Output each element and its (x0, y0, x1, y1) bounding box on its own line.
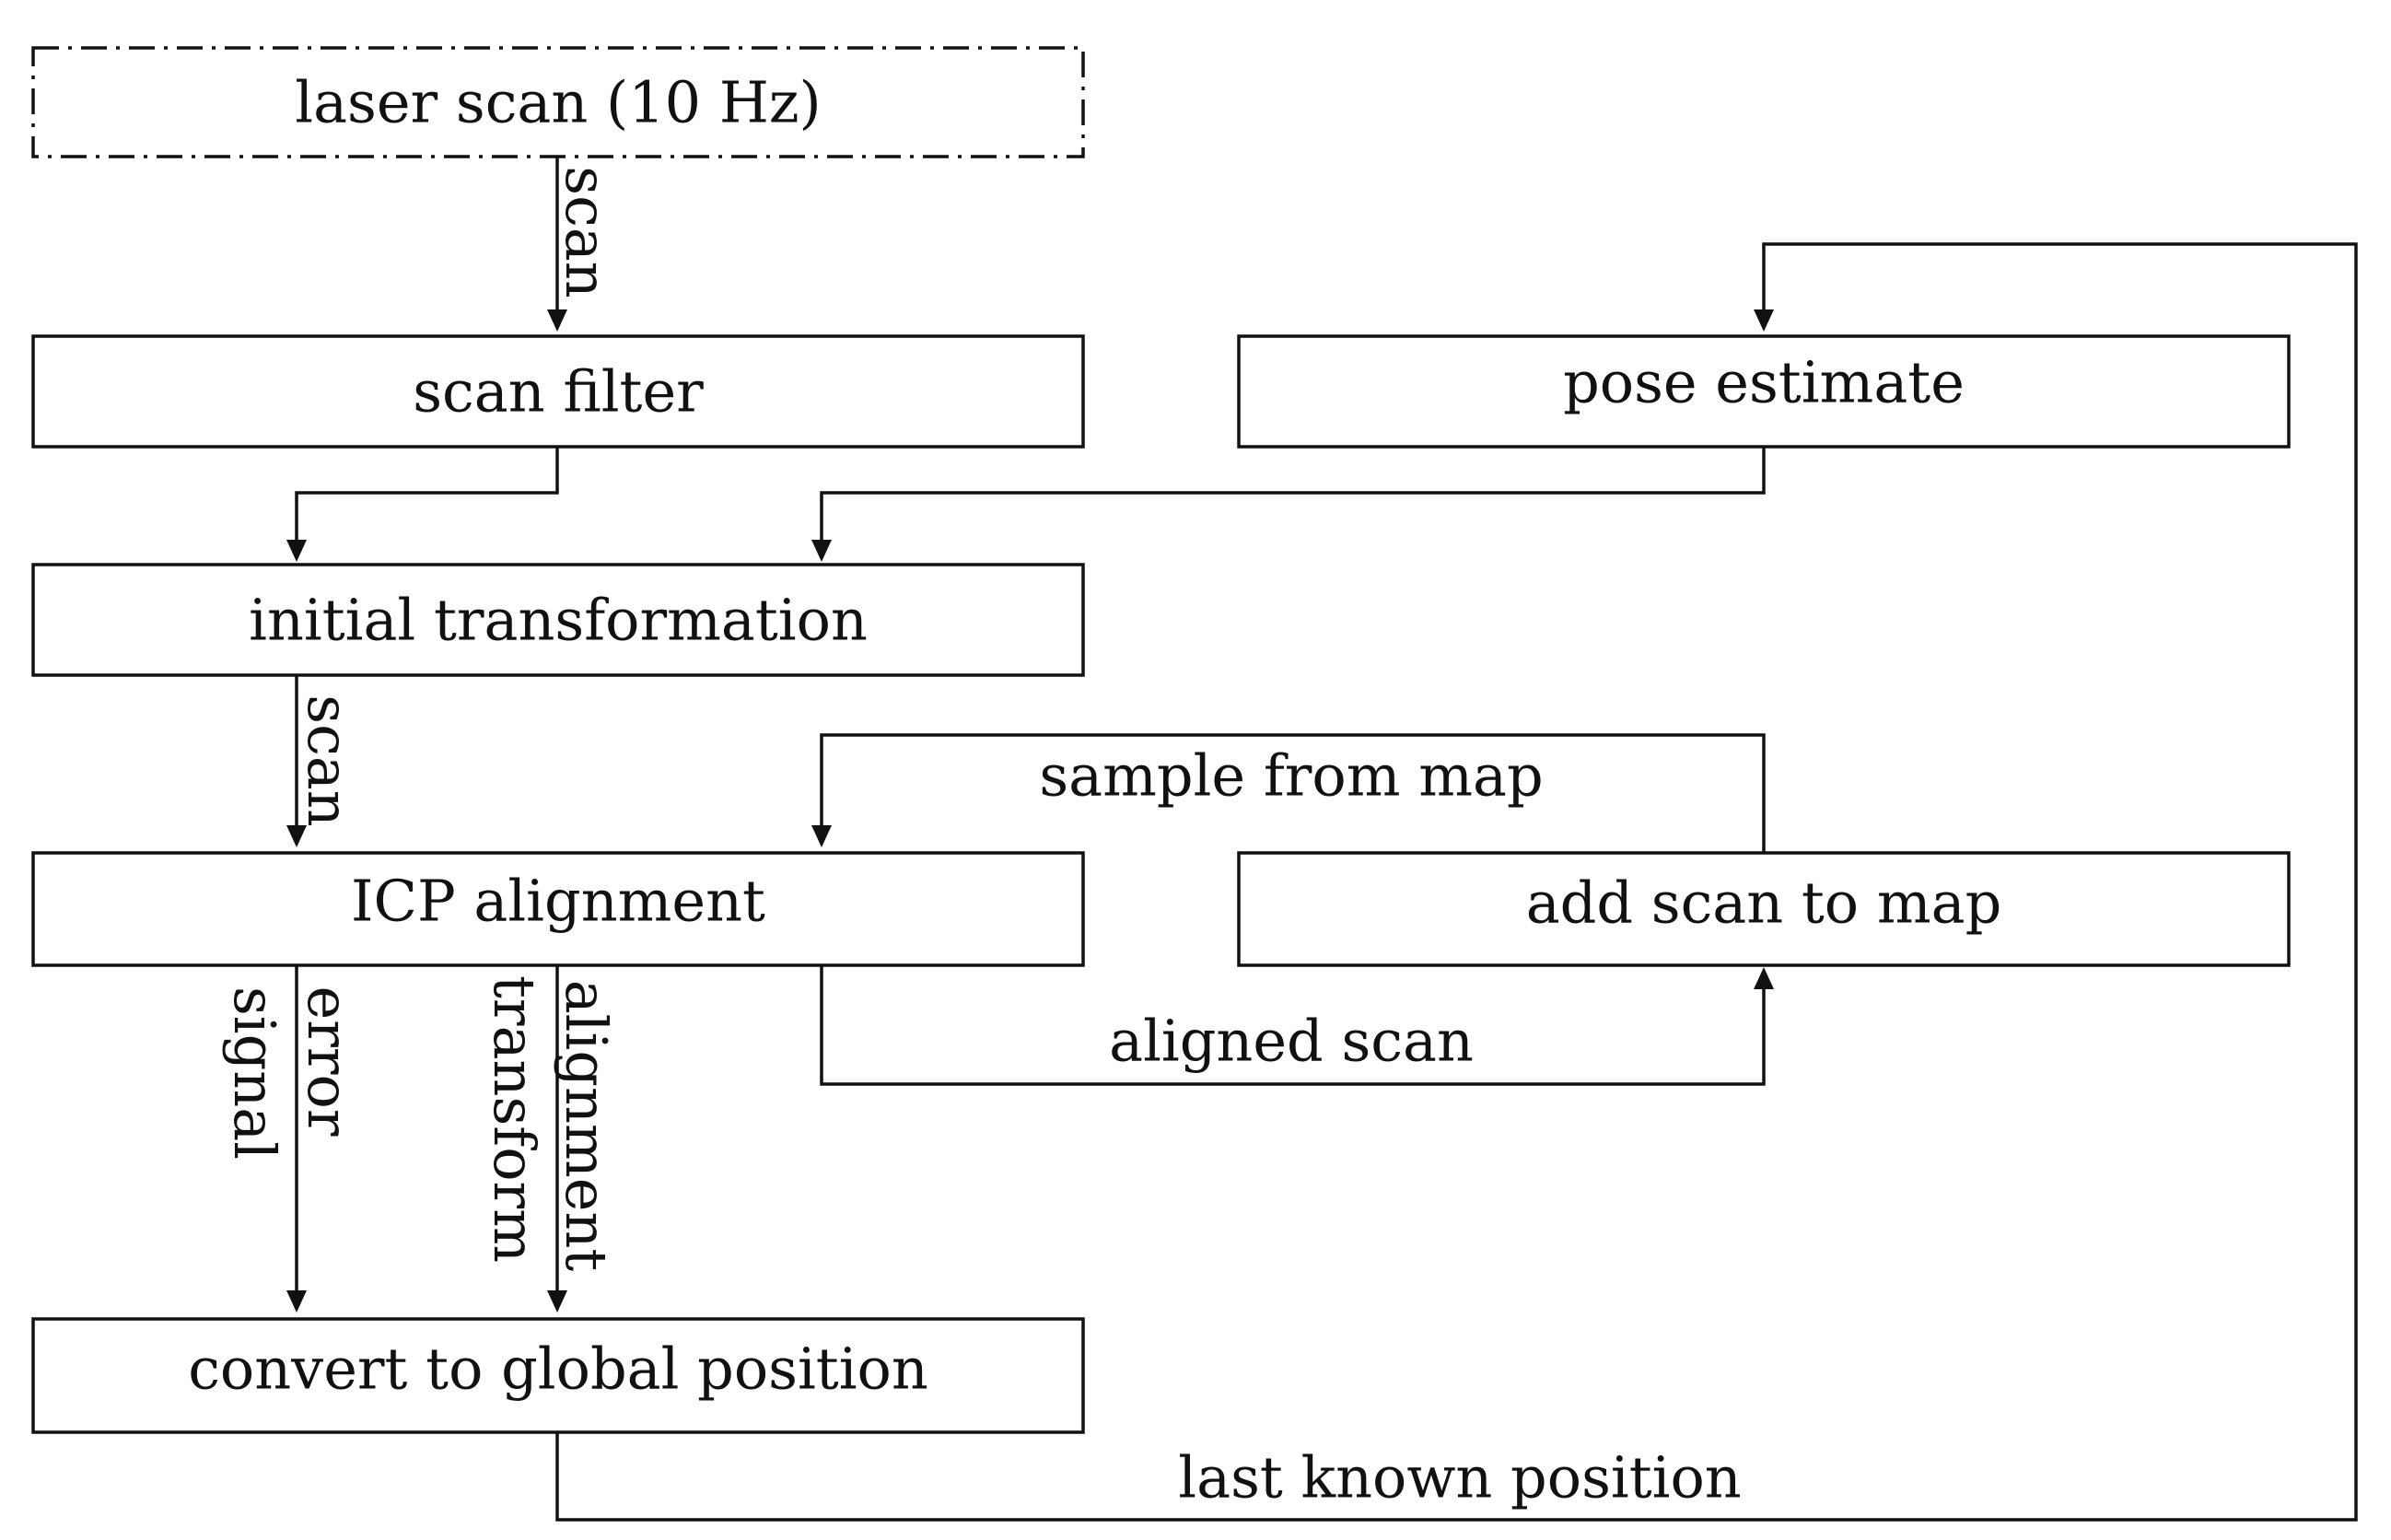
arrowhead (811, 825, 832, 847)
scan-filter-box (31, 334, 1085, 449)
edge-filter-to-initial (295, 447, 559, 542)
laser-scan-label: laser scan (10 Hz) (295, 69, 822, 136)
arrowhead (286, 540, 307, 562)
edge-label-signal: signal (221, 986, 288, 1160)
icp-alignment-box (31, 851, 1085, 967)
arrowhead (1754, 309, 1774, 332)
scan-filter-label: scan filter (413, 358, 704, 426)
edge-sample-from-map (820, 733, 1766, 853)
edge-label-last-known-position: last known position (1178, 1444, 1741, 1511)
arrowhead (547, 1290, 567, 1312)
edge-label-scan-top: scan (553, 166, 620, 298)
edge-last-known-position (555, 242, 2358, 1522)
add-scan-to-map-box (1237, 851, 2291, 967)
edge-label-transform: transform (481, 975, 548, 1263)
edge-label-error: error (295, 986, 362, 1137)
pose-estimate-box (1237, 334, 2291, 449)
convert-to-global-position-label: convert to global position (188, 1336, 928, 1403)
edge-label-scan-middle: scan (295, 694, 362, 826)
arrowhead (1754, 967, 1774, 989)
icp-alignment-label: ICP alignment (351, 868, 765, 935)
laser-scan-box (31, 46, 1085, 158)
initial-transformation-box (31, 563, 1085, 677)
edge-aligned-scan (820, 965, 1766, 1086)
arrowhead (547, 309, 567, 332)
edge-label-aligned-scan: aligned scan (1109, 1008, 1474, 1075)
initial-transformation-label: initial transformation (249, 587, 868, 654)
arrowhead (286, 825, 307, 847)
edge-label-alignment: alignment (553, 980, 620, 1272)
edge-pose-to-initial (820, 447, 1766, 542)
edge-label-sample-from-map: sample from map (1039, 742, 1543, 810)
arrowhead (286, 1290, 307, 1312)
add-scan-to-map-label: add scan to map (1526, 869, 2002, 937)
convert-to-global-position-box (31, 1317, 1085, 1434)
arrowhead (811, 540, 832, 562)
pose-estimate-label: pose estimate (1563, 349, 1965, 416)
